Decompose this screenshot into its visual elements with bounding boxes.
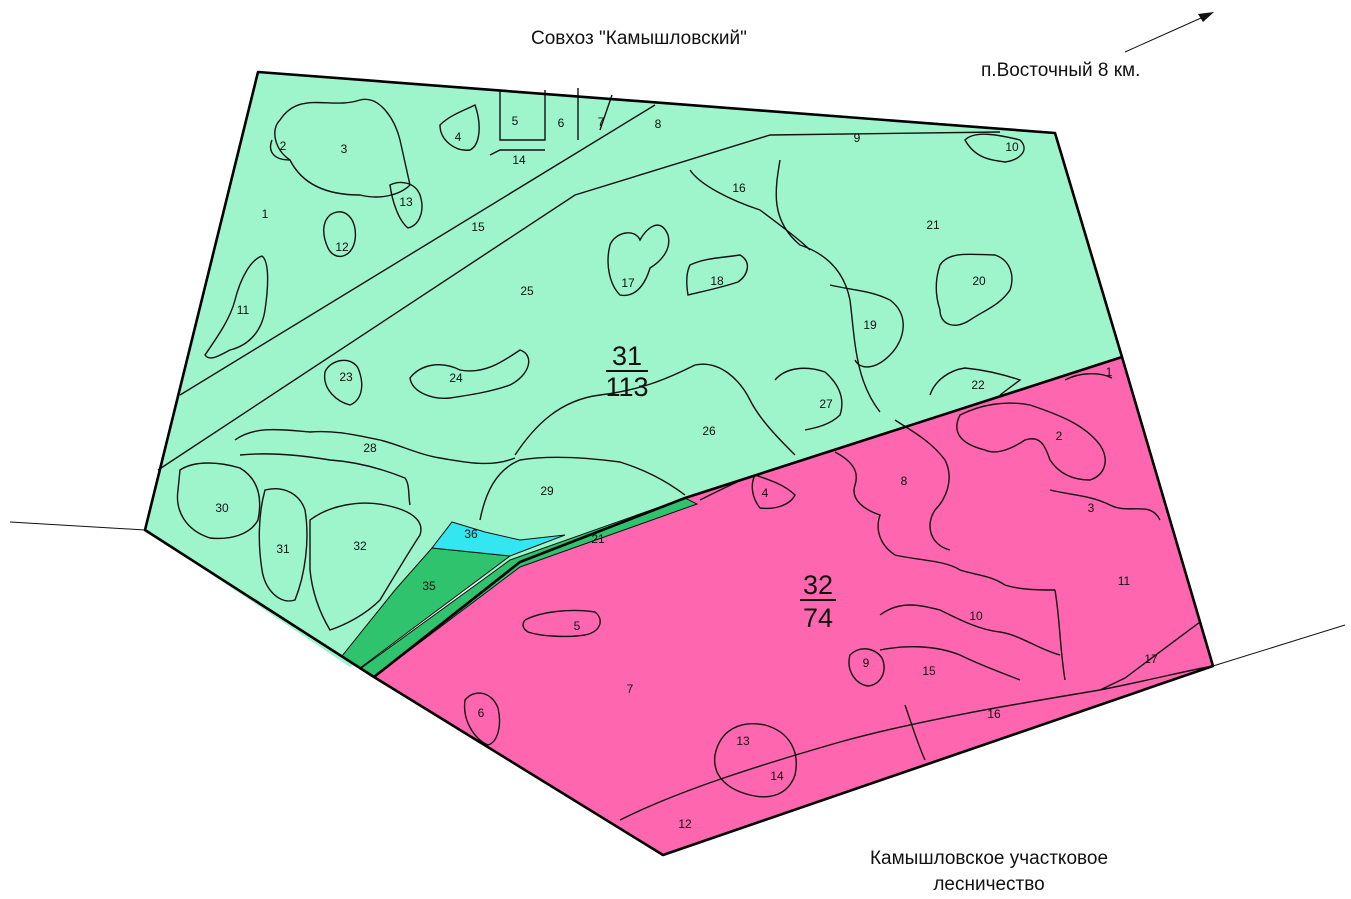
- plot-number: 11: [237, 303, 250, 317]
- direction-arrow-icon: [1124, 12, 1214, 53]
- plot-number: 14: [770, 769, 784, 783]
- plot-number: 3: [341, 142, 348, 156]
- quarter-number: 31: [612, 341, 642, 371]
- plot-number: 16: [987, 707, 1001, 721]
- plot-number: 8: [655, 117, 662, 131]
- plot-number: 18: [710, 274, 724, 288]
- plot-number: 3: [1088, 501, 1095, 515]
- plot-number: 13: [736, 734, 750, 748]
- plot-number: 21: [926, 218, 940, 232]
- plot-number: 19: [863, 318, 877, 332]
- plot-number: 14: [512, 153, 526, 167]
- quarter-area: 74: [803, 603, 833, 633]
- quarter-32-label: 32 74: [800, 570, 836, 633]
- plot-number: 9: [854, 131, 861, 145]
- plot-number: 7: [627, 682, 634, 696]
- quarter-number: 32: [803, 570, 833, 600]
- plot-number: 16: [732, 181, 746, 195]
- plot-number: 6: [478, 706, 485, 720]
- road-line: [179, 104, 656, 396]
- quarter-31-label: 31 113: [605, 341, 648, 402]
- plot-number: 5: [512, 114, 519, 128]
- plot-number: 12: [335, 240, 349, 254]
- plot-numbers-q31: 1 2 3 4 5 6 7 8 9 10 11 12 13 14 15 16 1…: [215, 114, 1019, 593]
- plot-number: 5: [574, 619, 581, 633]
- plot-number: 13: [399, 195, 413, 209]
- plot-number: 7: [598, 115, 605, 129]
- forestry-label: Камышловское участковое лесничество: [838, 846, 1140, 898]
- plot-numbers-q32: 1 2 3 4 5 6 7 8 9 10 11 12 13 14 15 16 1…: [478, 365, 1158, 831]
- plot-number: 23: [339, 370, 353, 384]
- plot-36-area[interactable]: [431, 521, 566, 557]
- plot-number: 17: [1144, 652, 1158, 666]
- quarter-31-area[interactable]: [145, 72, 1122, 667]
- plot-number: 35: [422, 579, 436, 593]
- plot-number: 6: [558, 116, 565, 130]
- plot-number: 15: [922, 664, 936, 678]
- plot-number: 8: [901, 474, 908, 488]
- plot-number: 30: [215, 501, 229, 515]
- plot-number: 36: [464, 527, 478, 541]
- plot-number: 4: [762, 486, 769, 500]
- plot-number: 12: [678, 817, 692, 831]
- quarter-area: 113: [605, 372, 648, 402]
- plot-number: 10: [1005, 140, 1019, 154]
- plot-number: 32: [353, 539, 367, 553]
- forest-outer-boundary: [143, 70, 1215, 857]
- plot-number: 4: [455, 130, 462, 144]
- plot-number: 25: [520, 284, 534, 298]
- plot-number: 27: [819, 397, 833, 411]
- plot-outlines-q31: [176, 88, 1025, 631]
- plot-number: 28: [363, 441, 377, 455]
- plot-number: 31: [276, 542, 290, 556]
- road-line: [157, 131, 1001, 471]
- plot-number: 1: [262, 207, 269, 221]
- plot-number: 2: [1056, 429, 1063, 443]
- plot-number: 2: [280, 139, 287, 153]
- settlement-label: п.Восточный 8 км.: [981, 60, 1141, 81]
- plot-number: 29: [540, 484, 554, 498]
- plot-number: 11: [1118, 574, 1131, 588]
- plot-number: 10: [969, 609, 983, 623]
- plot-number: 1: [1106, 365, 1113, 379]
- forestry-label-line2: лесничество: [933, 874, 1045, 895]
- plot-number: 26: [702, 424, 716, 438]
- plot-number: 17: [621, 276, 635, 290]
- forestry-label-line1: Камышловское участковое: [869, 848, 1109, 869]
- plot-number: 24: [449, 371, 463, 385]
- plot-number: 22: [971, 378, 985, 392]
- external-line: [9, 521, 146, 531]
- plot-outlines-q32: [463, 373, 1214, 821]
- quarter-boundary: [373, 355, 1123, 679]
- quarter-32-area[interactable]: [374, 357, 1213, 855]
- plot-number: 15: [471, 220, 485, 234]
- plot-number: 20: [972, 274, 986, 288]
- plot-number: 21: [591, 532, 605, 546]
- plot-number: 9: [863, 656, 870, 670]
- map-title-top: Совхоз "Камышловский": [531, 28, 747, 49]
- external-line: [1212, 624, 1346, 667]
